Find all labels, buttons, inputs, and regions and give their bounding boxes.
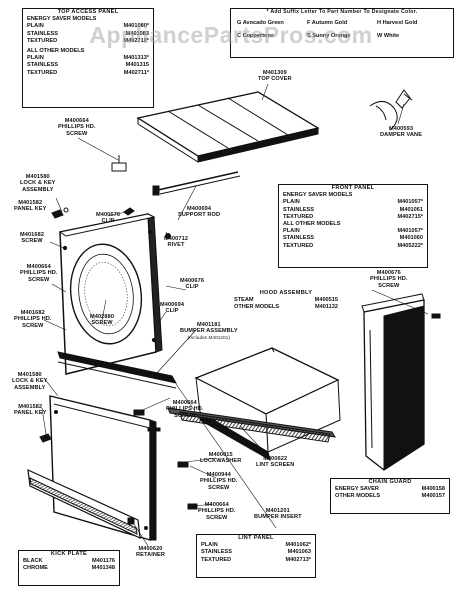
kick-plate-part <box>27 469 141 540</box>
hood-assembly-part <box>194 347 341 462</box>
color-item: G Avocado Green <box>237 20 284 27</box>
front-panel-part <box>58 213 163 375</box>
chain-guard-part <box>361 293 425 471</box>
bumper-strip-part <box>57 351 177 389</box>
clip-top-part <box>123 207 135 216</box>
group-title: ALL OTHER MODELS <box>283 221 341 228</box>
color-item: W White <box>377 33 400 40</box>
group-title: ENERGY SAVER MODELS <box>283 192 353 199</box>
table-title: KICK PLATE <box>50 551 88 557</box>
leader-lines <box>41 83 429 547</box>
panel-key-top-part <box>51 207 69 219</box>
table-title: TOP ACCESS PANEL <box>57 9 119 15</box>
color-item: C Coppertone <box>237 33 274 40</box>
screw-top-part <box>111 155 127 172</box>
group-title: ENERGY SAVER MODELS <box>27 16 97 23</box>
top-access-panel-table: TOP ACCESS PANEL ENERGY SAVER MODELS PLA… <box>22 8 154 108</box>
screw-bottom-parts <box>39 313 441 510</box>
lint-screen-part <box>167 407 336 443</box>
damper-vane-part <box>369 89 413 131</box>
table-title: CHAIN GUARD <box>368 479 412 485</box>
color-item: S Sunny Orange <box>307 33 351 40</box>
top-cover-part <box>136 91 320 163</box>
color-legend-title: * Add Suffix Letter To Part Number To De… <box>266 9 418 15</box>
table-title: FRONT PANEL <box>331 185 375 191</box>
color-item: F Autumn Gold <box>307 20 348 27</box>
support-rod-part <box>152 171 241 196</box>
color-item: H Harvest Gold <box>377 20 418 27</box>
table-title: HOOD ASSEMBLY <box>259 290 313 296</box>
color-suffix-legend: * Add Suffix Letter To Part Number To De… <box>230 8 454 58</box>
table-title: LINT PANEL <box>238 535 274 541</box>
group-title: ALL OTHER MODELS <box>27 48 85 55</box>
